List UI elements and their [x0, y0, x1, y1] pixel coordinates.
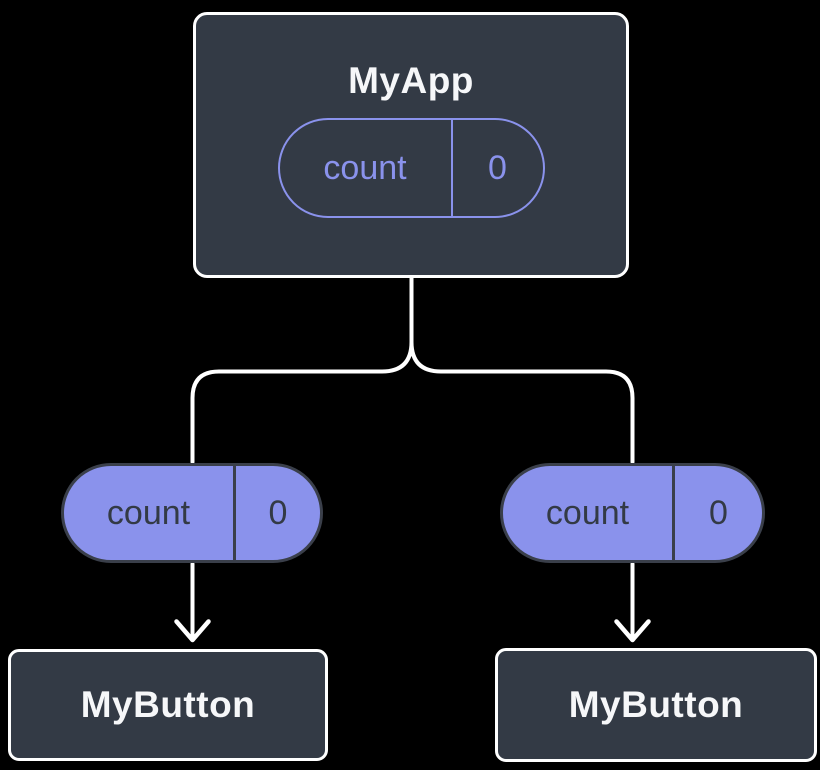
node-title: MyButton	[568, 684, 744, 725]
state-pill: count 0	[277, 118, 545, 218]
node-title: MyApp	[348, 60, 474, 101]
prop-pill-name: count	[503, 466, 675, 560]
connector-root-to-left-pill	[190, 274, 414, 464]
connector-root-to-right-pill	[409, 274, 635, 464]
prop-pill-value: 0	[709, 493, 728, 532]
node-title: MyButton	[80, 684, 256, 725]
arrow-right-head-icon	[614, 619, 651, 643]
prop-pill-right: count 0	[500, 463, 765, 563]
prop-pill-value: 0	[268, 493, 288, 532]
node-myapp: MyApp count 0	[193, 12, 629, 278]
node-mybutton-left: MyButton	[8, 649, 328, 761]
state-pill-name: count	[280, 120, 453, 216]
state-pill-value: 0	[488, 148, 507, 187]
arrow-left-head-icon	[174, 619, 211, 643]
node-mybutton-right: MyButton	[495, 648, 817, 762]
prop-pill-name: count	[64, 466, 236, 560]
prop-pill-left: count 0	[61, 463, 323, 563]
